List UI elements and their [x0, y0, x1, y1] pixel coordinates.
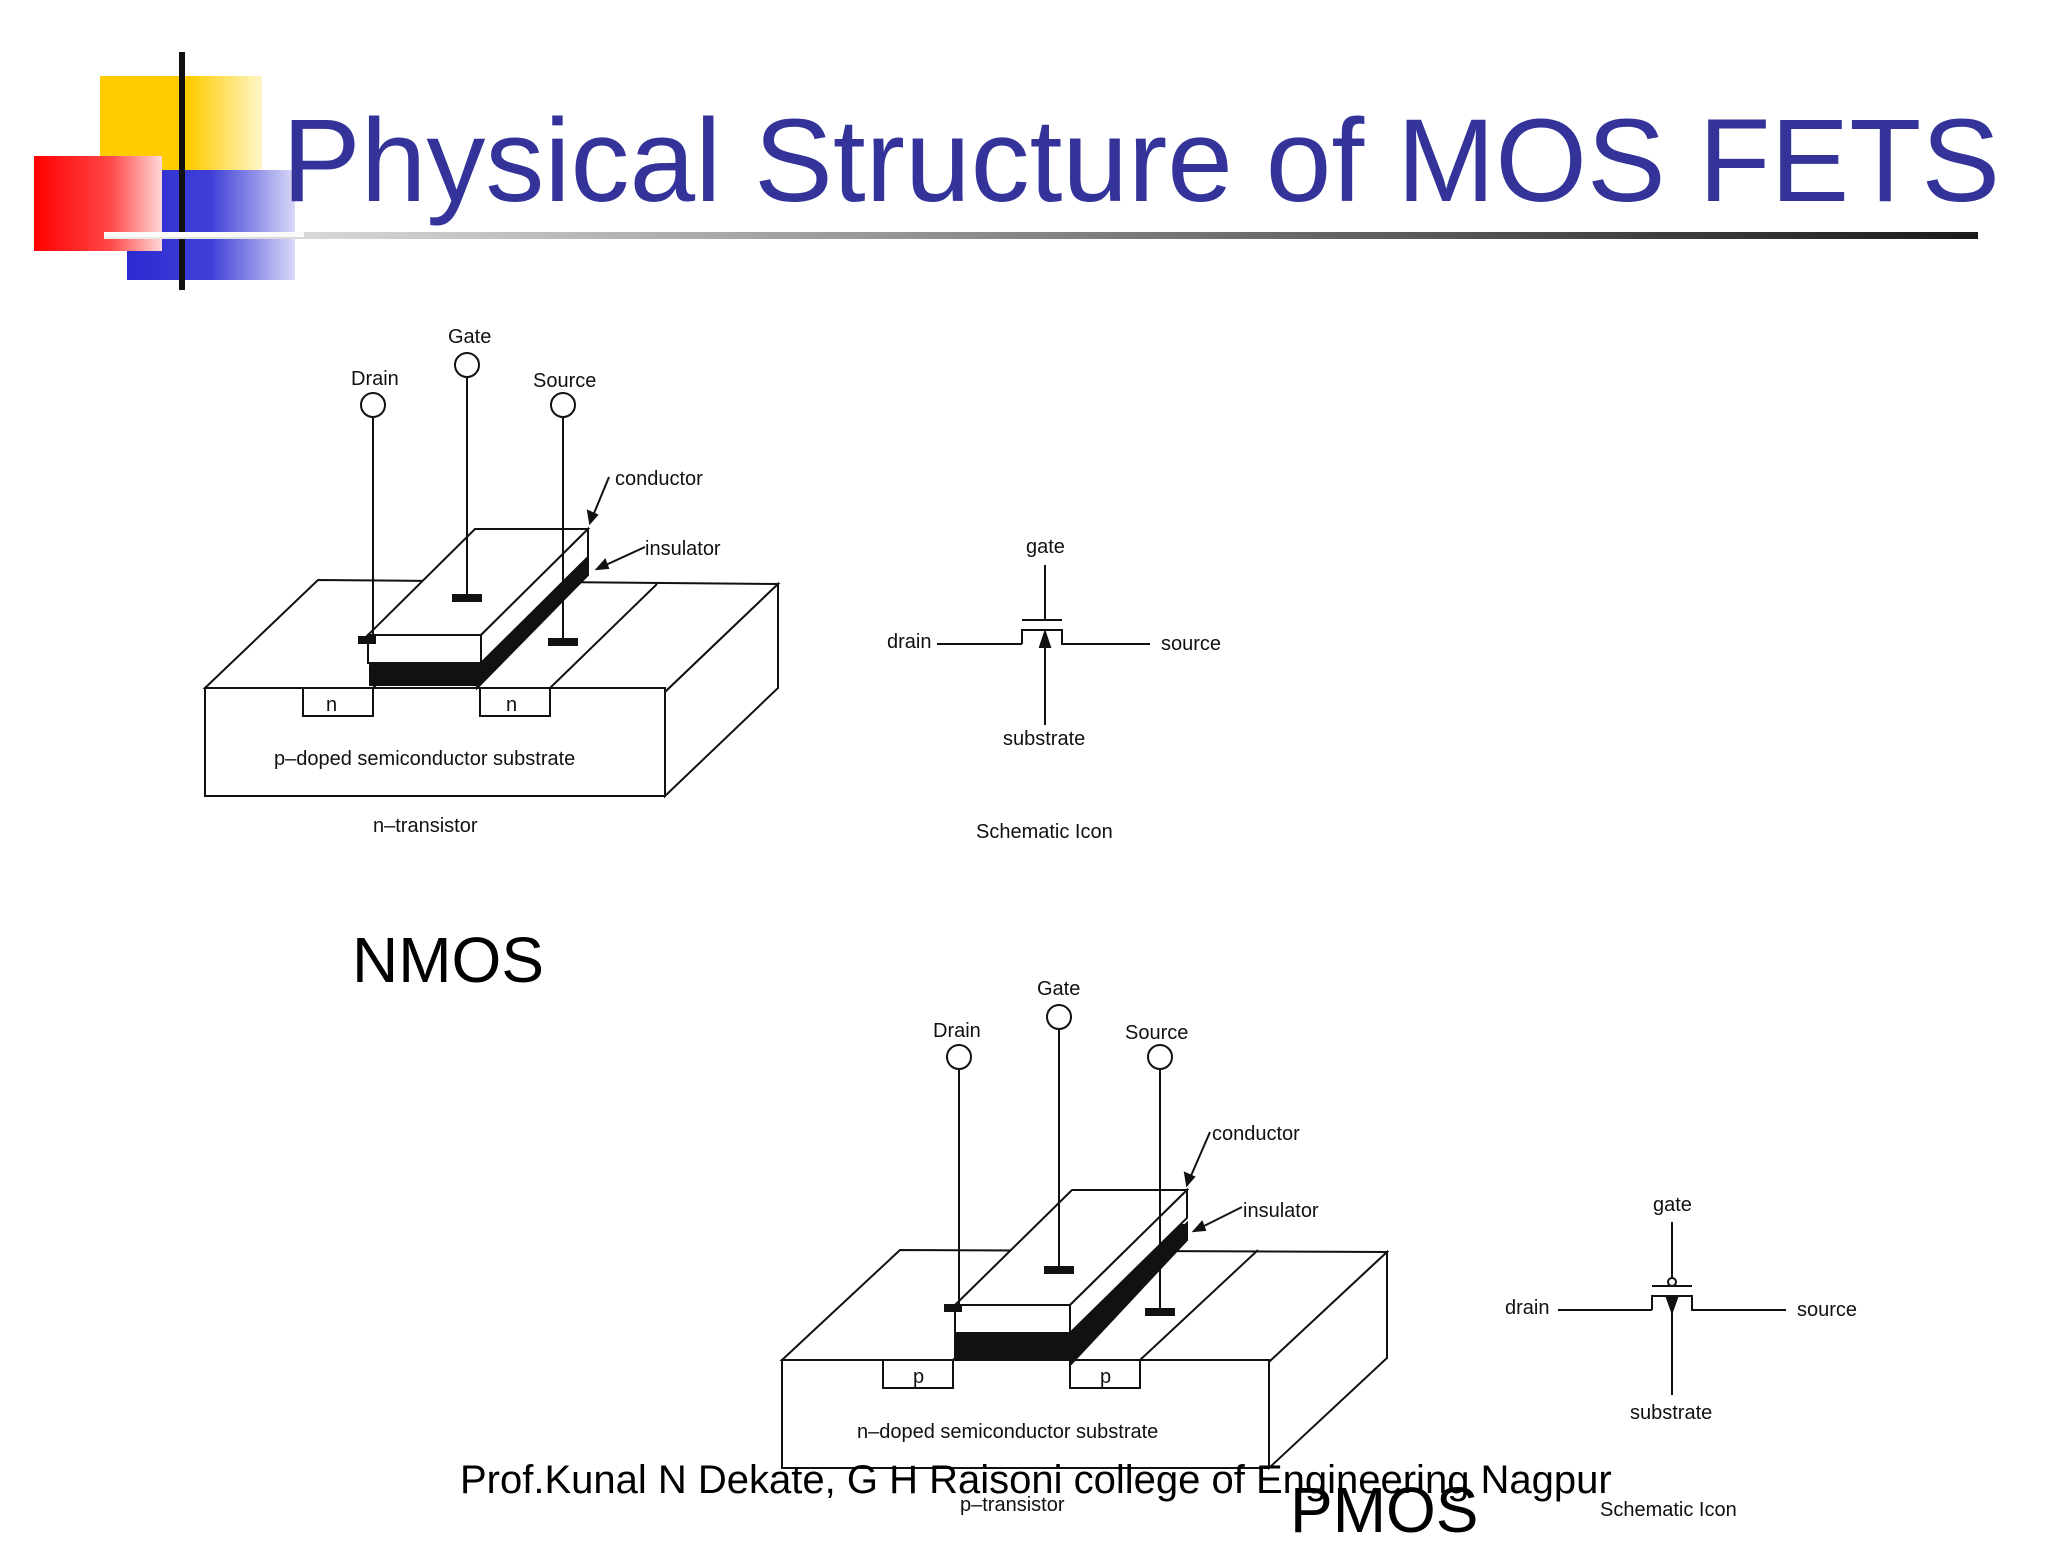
nmos-n-right-label: n — [506, 694, 517, 716]
nmos-heading: NMOS — [352, 924, 544, 996]
pmos-source-label: Source — [1125, 1022, 1188, 1044]
nmos-structure-labels: Gate Drain Source conductor insulator n … — [274, 326, 721, 837]
pmos-caption: p–transistor — [960, 1494, 1065, 1516]
pmos-sch-gate-label: gate — [1653, 1194, 1692, 1216]
nmos-n-region-left — [302, 687, 374, 717]
nmos-arrow-up — [1038, 628, 1052, 648]
nmos-gate-terminal — [454, 352, 480, 378]
nmos-n-region-right — [479, 687, 551, 717]
nmos-sch-substrate-label: substrate — [1003, 728, 1085, 750]
pmos-insulator-label: insulator — [1243, 1200, 1319, 1222]
pmos-structure-labels: Gate Drain Source conductor insulator p … — [857, 978, 1319, 1516]
pmos-schematic — [1558, 1222, 1786, 1395]
nmos-source-label: Source — [533, 370, 596, 392]
pmos-heading: PMOS — [1290, 1474, 1479, 1546]
pmos-drain-label: Drain — [933, 1020, 981, 1042]
pmos-substrate-label: n–doped semiconductor substrate — [857, 1421, 1158, 1443]
pmos-schematic-labels: gate drain source substrate Schematic Ic… — [1505, 1194, 1857, 1521]
pmos-p-left-label: p — [913, 1366, 924, 1388]
nmos-schematic-labels: gate drain source substrate Schematic Ic… — [887, 536, 1221, 843]
pmos-p-region-left — [882, 1359, 954, 1389]
nmos-sch-drain-label: drain — [887, 631, 931, 653]
pmos-arrow-down — [1665, 1297, 1679, 1315]
pmos-drain-terminal — [946, 1044, 972, 1070]
nmos-caption: n–transistor — [373, 815, 478, 837]
pmos-gate-terminal — [1046, 1004, 1072, 1030]
nmos-schematic — [937, 565, 1150, 725]
pmos-sch-drain-label: drain — [1505, 1297, 1549, 1319]
slide-footer: Prof.Kunal N Dekate, G H Raisoni college… — [460, 1458, 1612, 1502]
pmos-conductor-label: conductor — [1212, 1123, 1300, 1145]
nmos-structure — [202, 352, 781, 799]
slide-decoration — [34, 52, 1978, 290]
nmos-conductor-label: conductor — [615, 468, 703, 490]
pmos-gate-label: Gate — [1037, 978, 1080, 1000]
deco-white-line — [104, 232, 304, 237]
pmos-p-right-label: p — [1100, 1366, 1111, 1388]
pmos-p-region-right — [1069, 1359, 1141, 1389]
pmos-sch-source-label: source — [1797, 1299, 1857, 1321]
pmos-sch-substrate-label: substrate — [1630, 1402, 1712, 1424]
nmos-gate-label: Gate — [448, 326, 491, 348]
nmos-sch-gate-label: gate — [1026, 536, 1065, 558]
nmos-drain-label: Drain — [351, 368, 399, 390]
nmos-source-terminal — [550, 392, 576, 418]
pmos-sch-caption: Schematic Icon — [1600, 1499, 1737, 1521]
title-underline — [104, 232, 1978, 239]
nmos-sch-caption: Schematic Icon — [976, 821, 1113, 843]
pmos-structure — [779, 1004, 1390, 1471]
pmos-source-terminal — [1147, 1044, 1173, 1070]
nmos-drain-terminal — [360, 392, 386, 418]
nmos-substrate-label: p–doped semiconductor substrate — [274, 748, 575, 770]
nmos-n-left-label: n — [326, 694, 337, 716]
slide-title: Physical Structure of MOS FETS — [282, 95, 2001, 227]
nmos-sch-source-label: source — [1161, 633, 1221, 655]
nmos-insulator-label: insulator — [645, 538, 721, 560]
deco-vertical-line — [179, 52, 185, 290]
